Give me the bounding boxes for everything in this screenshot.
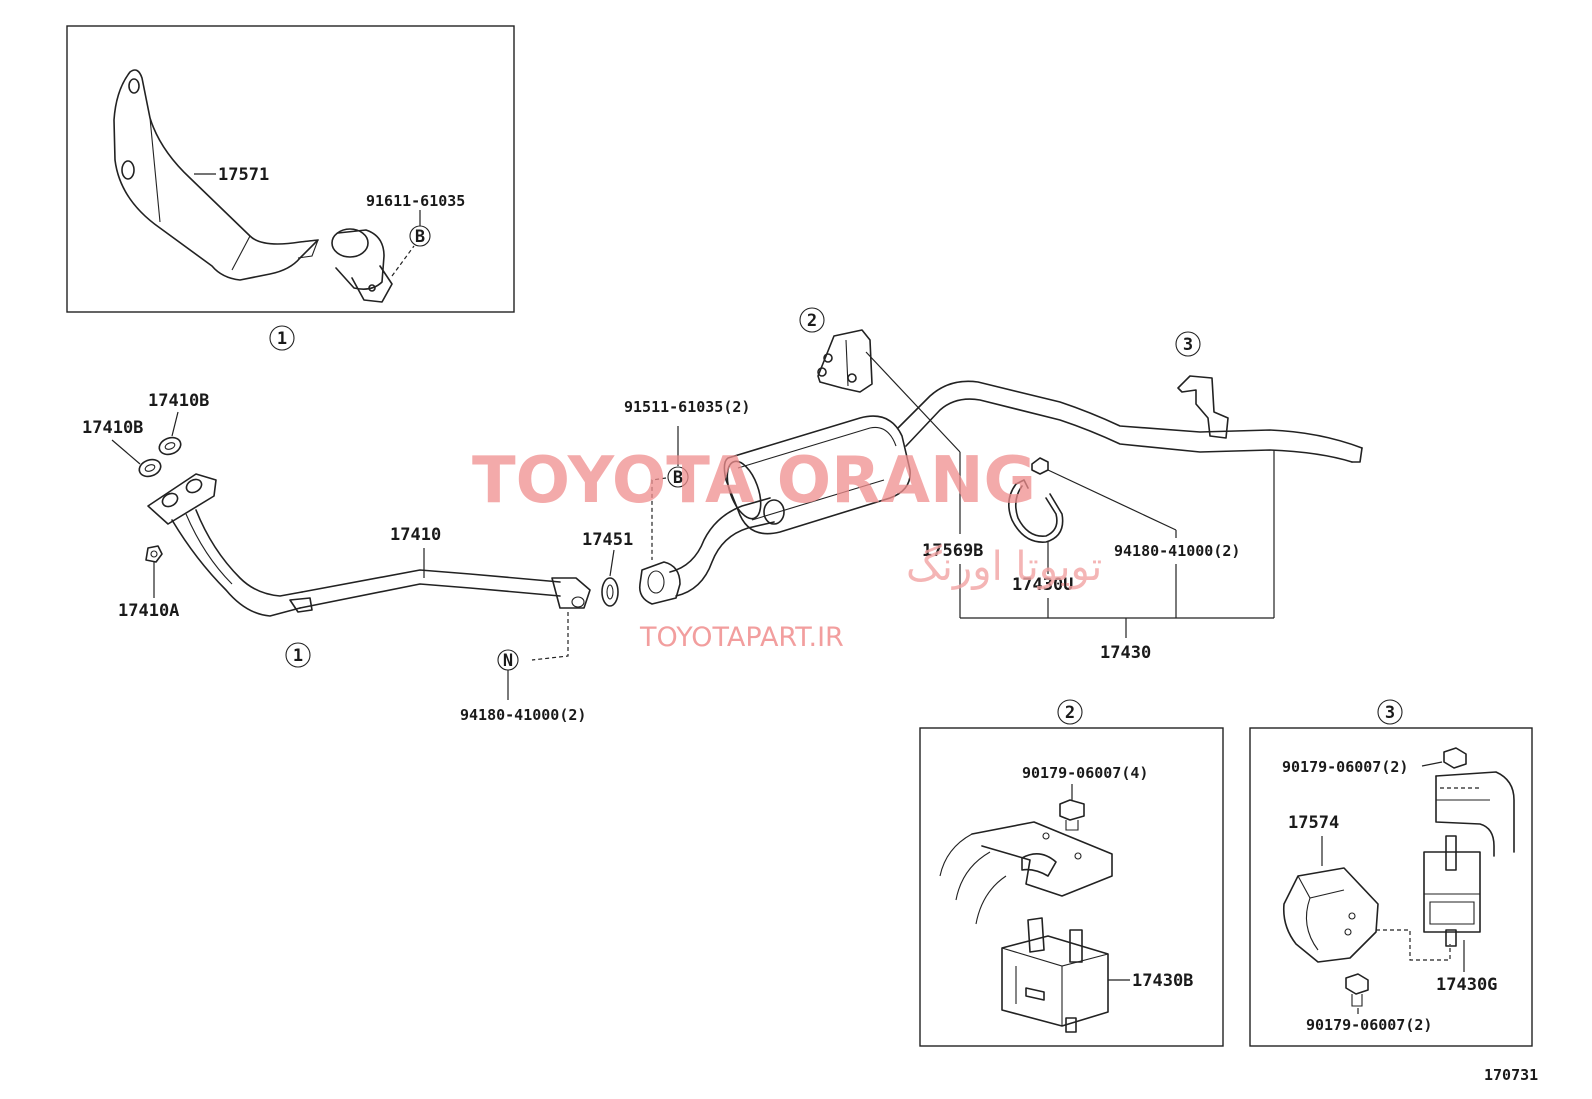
leader-bracket-mount-3: [1376, 929, 1451, 961]
part-label-94180-41000-right: 94180-41000(2): [1114, 542, 1240, 560]
leader-17410b-left: [111, 439, 141, 465]
callout-3-main-number: 3: [1183, 335, 1193, 355]
callout-1-main-number: 1: [293, 646, 303, 666]
bolt-90179-3-bottom: [1345, 973, 1369, 1007]
detail-box-3: [1249, 727, 1533, 1047]
leader-91611: [391, 245, 415, 277]
callout-1-detail: [269, 325, 295, 351]
illustration-ref-number: 170731: [1484, 1066, 1538, 1084]
part-label-90179-06007-2a: 90179-06007(2): [1282, 758, 1408, 776]
leader-17410b-top: [171, 411, 179, 437]
nut-17410a: [145, 545, 163, 563]
gasket-17451: [601, 577, 619, 607]
callout-1-detail-number: 1: [277, 329, 287, 349]
front-pipe-17410: [147, 473, 591, 617]
leader-90179-2a: [1421, 761, 1443, 767]
callout-b-2-letter: B: [673, 468, 683, 488]
part-label-17430: 17430: [1100, 643, 1151, 663]
bolt-90179-3-top: [1443, 747, 1467, 769]
callout-2-main-number: 2: [807, 311, 817, 331]
watermark-url: TOYOTAPART.IR: [639, 622, 844, 653]
clamp-17430u: [1008, 479, 1064, 543]
clamp-91611: [331, 228, 393, 303]
callout-1-main: [285, 642, 311, 668]
callout-n-letter: N: [503, 651, 513, 671]
leader-17451: [609, 549, 615, 577]
callout-2-detail-number: 2: [1065, 703, 1075, 723]
part-label-90179-06007-4: 90179-06007(4): [1022, 764, 1148, 782]
callout-b-2: [667, 466, 689, 488]
part-label-17571: 17571: [218, 165, 269, 185]
part-label-17410b-top: 17410B: [148, 391, 209, 411]
part-label-17410a: 17410A: [118, 601, 179, 621]
detail-box-1: [66, 25, 515, 313]
part-label-17410b-left: 17410B: [82, 418, 143, 438]
watermark-brand-fa: تویوتا اورنگ: [906, 544, 1102, 590]
part-label-17430g: 17430G: [1436, 975, 1497, 995]
part-label-17569b: 17569B: [922, 541, 983, 561]
bracket-17571: [113, 69, 319, 281]
mount-rubber-17430g: [1423, 835, 1481, 947]
part-label-90179-06007-2b: 90179-06007(2): [1306, 1016, 1432, 1034]
part-label-17430u: 17430U: [1012, 575, 1073, 595]
part-label-17574: 17574: [1288, 813, 1339, 833]
callout-2-main: [799, 307, 825, 333]
callout-3-main: [1175, 331, 1201, 357]
callout-2-detail: [1057, 699, 1083, 725]
muffler-17430: [638, 380, 1363, 605]
gasket-17410b: [138, 436, 182, 478]
frame-rail-3: [1435, 771, 1515, 857]
leader-94180-left: [531, 612, 569, 661]
callout-b-1-letter: B: [415, 227, 425, 247]
bracket-plate-2: [939, 821, 1113, 925]
leader-91511-dash: [651, 477, 667, 560]
mount-rubber-17430b: [1001, 917, 1109, 1033]
bracket-17574: [1282, 867, 1379, 963]
part-label-17410: 17410: [390, 525, 441, 545]
hanger-bracket-3: [1177, 375, 1229, 439]
hanger-17569b: [817, 329, 873, 393]
callout-3-detail: [1377, 699, 1403, 725]
part-label-17430b: 17430B: [1132, 971, 1193, 991]
part-label-94180-41000-left: 94180-41000(2): [460, 706, 586, 724]
part-label-17451: 17451: [582, 530, 633, 550]
assembly-bracket-17430: [959, 450, 1275, 638]
part-label-91611-61035: 91611-61035: [366, 192, 465, 210]
bolt-90179-top: [1059, 799, 1085, 831]
detail-box-2: [919, 727, 1224, 1047]
part-label-91511-61035: 91511-61035(2): [624, 398, 750, 416]
leader-94180-right: [1047, 469, 1177, 531]
watermark-brand: TOYOTA ORANG: [472, 444, 1036, 518]
leader-17569b: [865, 351, 961, 453]
callout-3-detail-number: 3: [1385, 703, 1395, 723]
